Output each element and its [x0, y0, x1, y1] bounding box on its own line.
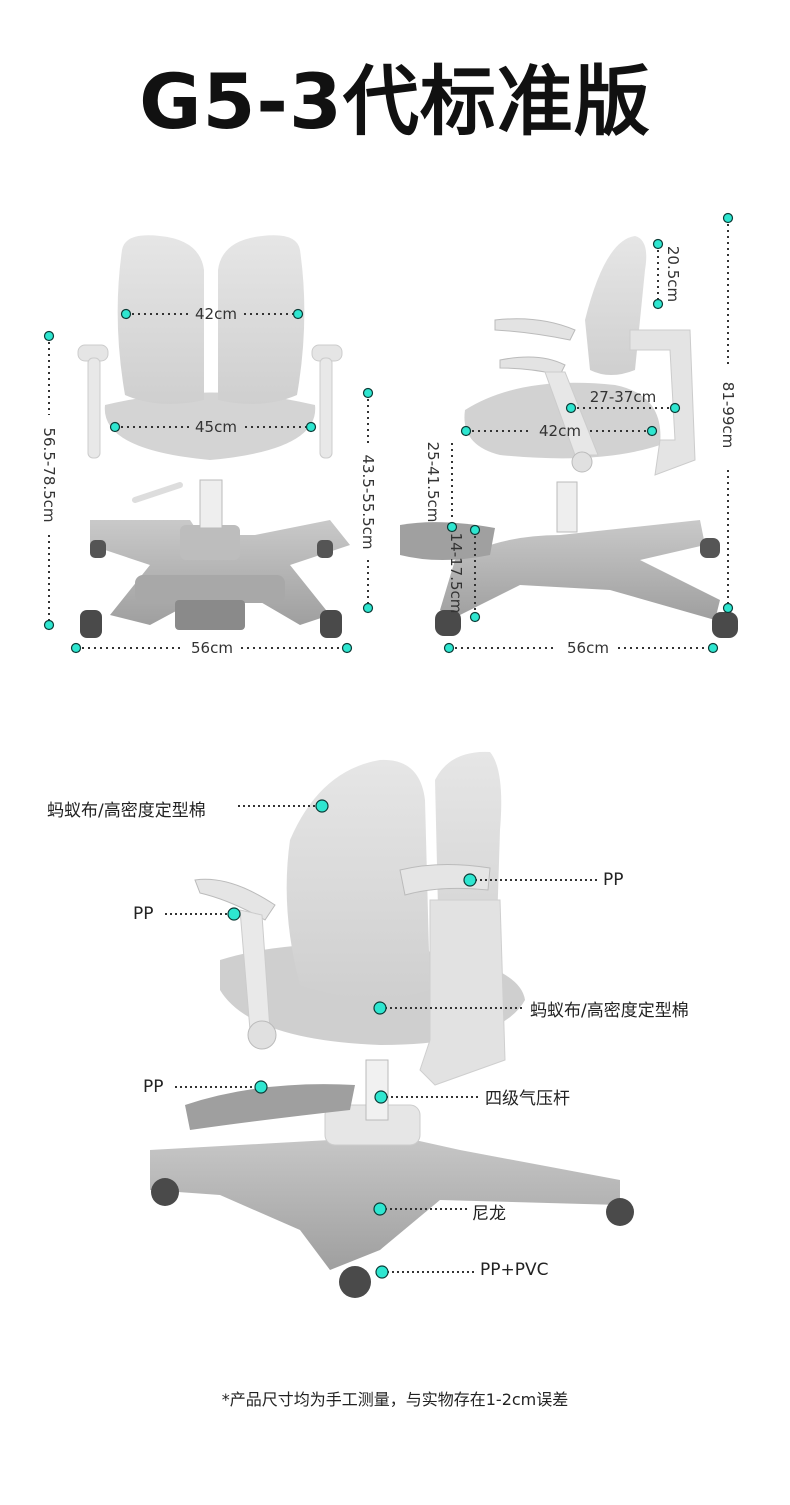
- front-seat-width: 45cm: [195, 418, 237, 436]
- material-footrest-label: PP: [143, 1077, 164, 1097]
- material-gas-lift-label: 四级气压杆: [485, 1089, 570, 1109]
- perspective-chair: [150, 751, 634, 1298]
- side-seat-depth: 42cm: [539, 422, 581, 440]
- callout-markers: [227, 799, 477, 1279]
- measurement-footnote: *产品尺寸均为手工测量，与实物存在1-2cm误差: [221, 1390, 569, 1409]
- material-armrest-left-label: PP: [133, 904, 154, 924]
- side-armrest-adjust: 27-37cm: [590, 388, 656, 406]
- side-footrest-adjust: 14-17.5cm: [447, 533, 465, 614]
- side-markers: [443, 212, 734, 654]
- side-footrest-height: 25-41.5cm: [424, 442, 442, 523]
- callout-lines: [165, 805, 598, 1273]
- front-view-chair: [77, 235, 350, 638]
- material-caster-label: PP+PVC: [480, 1260, 549, 1280]
- material-backrest-label: 蚂蚁布/高密度定型棉: [47, 801, 206, 821]
- side-view-chair: [400, 236, 738, 638]
- side-back-height: 20.5cm: [664, 246, 682, 302]
- material-seat-label: 蚂蚁布/高密度定型棉: [530, 1001, 689, 1021]
- front-seat-height: 43.5-55.5cm: [359, 454, 377, 549]
- side-base-depth: 56cm: [567, 639, 609, 657]
- front-dimension-lines: [48, 313, 369, 649]
- front-base-width: 56cm: [191, 639, 233, 657]
- page-title: G5-3代标准版: [139, 57, 651, 146]
- side-dimension-lines: [449, 218, 729, 649]
- front-markers: [43, 308, 374, 654]
- material-base-label: 尼龙: [472, 1204, 506, 1224]
- material-armrest-right-label: PP: [603, 870, 624, 890]
- side-total-height: 81-99cm: [719, 382, 737, 448]
- front-armrest-height: 56.5-78.5cm: [40, 427, 58, 522]
- front-backrest-width: 42cm: [195, 305, 237, 323]
